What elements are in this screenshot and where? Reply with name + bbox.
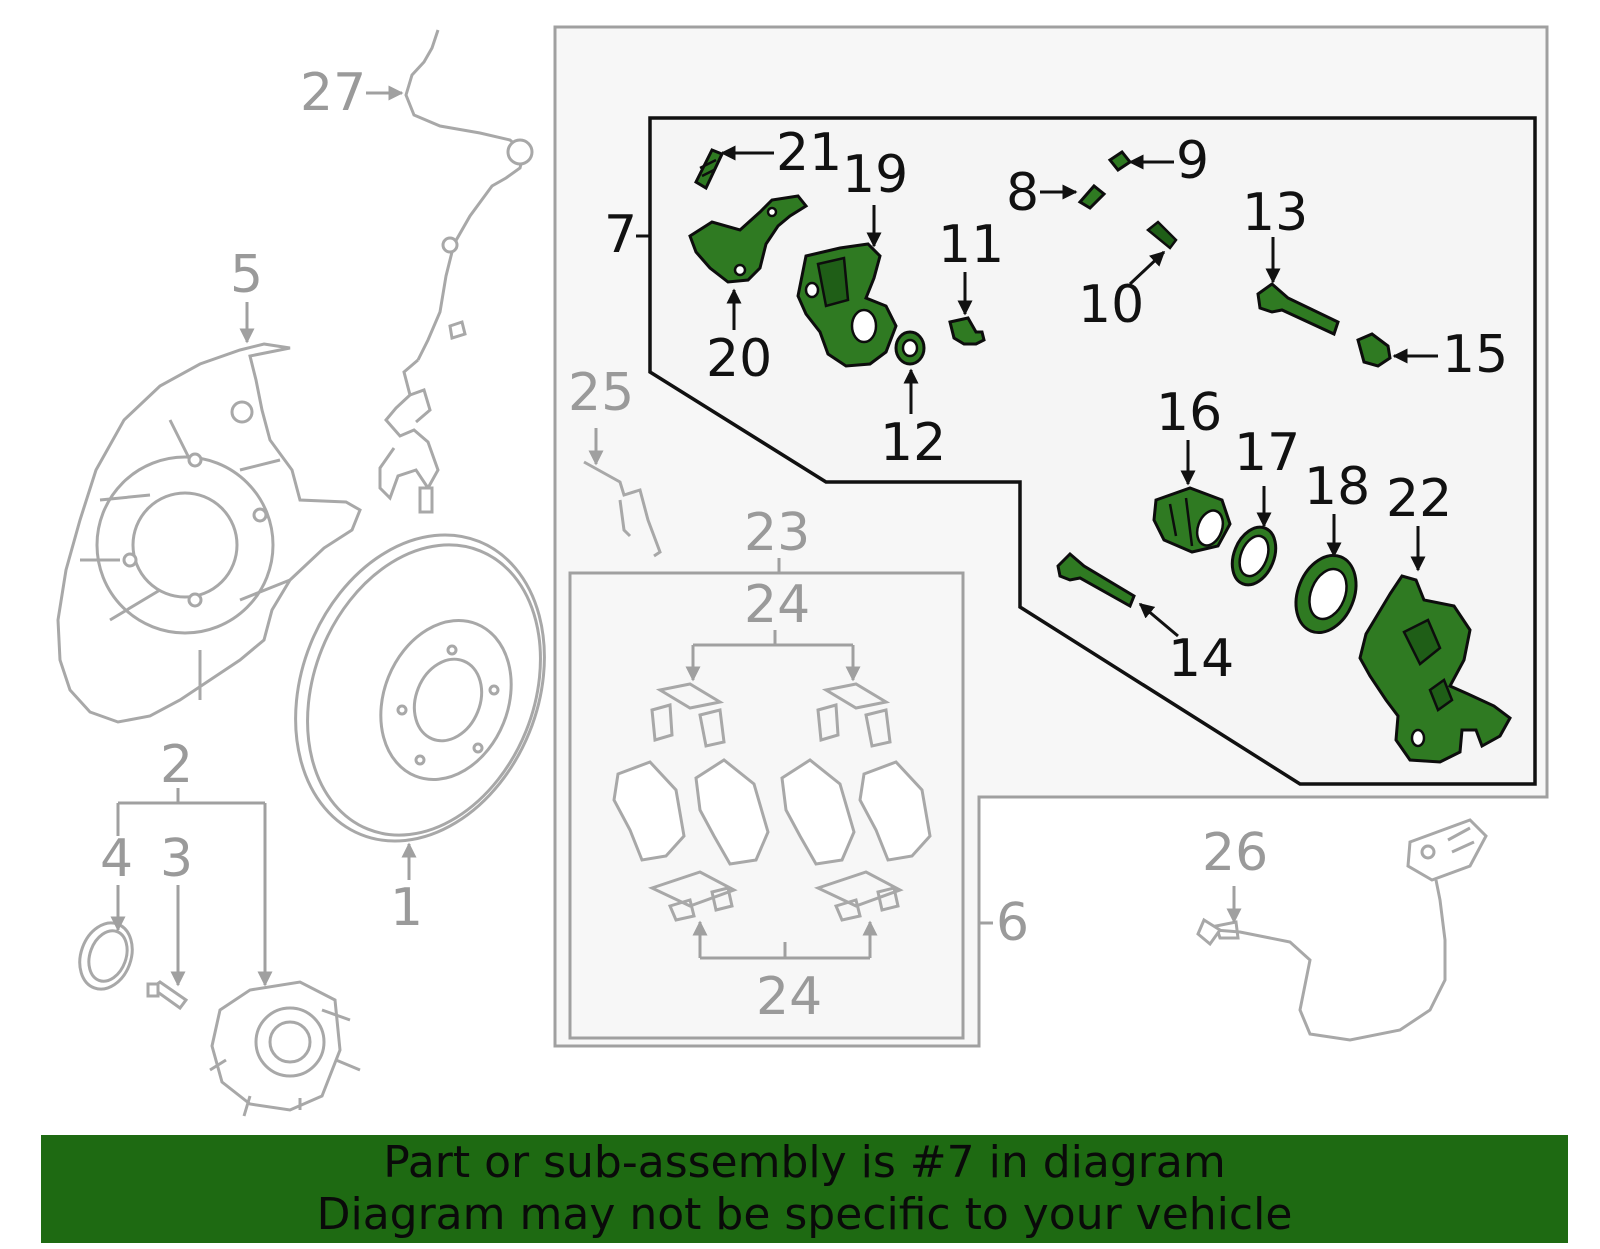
brake-rotor-part[interactable] [251, 497, 588, 878]
wear-sensor-clip-part[interactable] [583, 460, 662, 558]
caliper-part-17[interactable] [1224, 521, 1284, 592]
caliper-part-10[interactable] [1146, 220, 1178, 250]
callout-10: 10 [1078, 275, 1144, 335]
caliper-part-11[interactable] [948, 316, 986, 346]
callout-22: 22 [1386, 469, 1452, 529]
callout-9: 9 [1176, 131, 1209, 191]
pad-clips-top[interactable] [650, 682, 892, 748]
callout-16: 16 [1156, 383, 1222, 443]
callout-4: 4 [100, 829, 133, 889]
callout-15: 15 [1442, 325, 1508, 385]
callout-17: 17 [1234, 423, 1300, 483]
callout-8: 8 [1006, 163, 1039, 223]
caliper-part-22[interactable] [1358, 574, 1512, 764]
callout-3: 3 [160, 829, 193, 889]
hub-bearing-part[interactable] [209, 980, 361, 1117]
callout-6: 6 [996, 893, 1029, 953]
callout-11: 11 [938, 215, 1004, 275]
callout-labels: 27 5 1 2 4 3 25 23 24 24 6 26 7 21 19 20… [100, 63, 1508, 1027]
callout-18: 18 [1304, 457, 1370, 517]
black-leaders [636, 145, 1438, 638]
caliper-part-8[interactable] [1077, 183, 1107, 210]
callout-5: 5 [230, 245, 263, 305]
wheel-stud-part[interactable] [146, 980, 189, 1011]
pad-clips-bottom[interactable] [647, 870, 904, 922]
caliper-part-16[interactable] [1152, 486, 1232, 554]
gray-leaders [110, 85, 1242, 987]
brake-pads[interactable] [612, 758, 932, 866]
callout-23: 23 [744, 503, 810, 563]
callout-26: 26 [1202, 823, 1268, 883]
callout-19: 19 [842, 145, 908, 205]
callout-27: 27 [300, 63, 366, 123]
callout-24-top: 24 [744, 575, 810, 635]
callout-12: 12 [880, 413, 946, 473]
wheel-speed-sensor-part[interactable] [378, 29, 534, 514]
caliper-part-15[interactable] [1356, 332, 1392, 368]
caliper-part-19[interactable] [796, 242, 898, 368]
callout-14: 14 [1168, 629, 1234, 689]
caliper-part-14[interactable] [1056, 551, 1136, 609]
banner-line-1: Part or sub-assembly is #7 in diagram [383, 1137, 1226, 1188]
caliper-part-12[interactable] [894, 330, 926, 366]
caliper-part-20[interactable] [688, 194, 809, 284]
callout-1: 1 [390, 878, 423, 938]
seal-ring-part[interactable] [71, 915, 141, 996]
caliper-part-13[interactable] [1256, 282, 1340, 337]
brake-hose-part[interactable] [1196, 818, 1488, 1042]
dust-shield-part[interactable] [56, 342, 362, 724]
callout-7: 7 [604, 205, 637, 265]
banner-line-2: Diagram may not be specific to your vehi… [316, 1189, 1293, 1240]
callout-21: 21 [776, 123, 842, 183]
callout-25: 25 [568, 363, 634, 423]
callout-2: 2 [160, 735, 193, 795]
callout-20: 20 [706, 329, 772, 389]
callout-13: 13 [1242, 183, 1308, 243]
info-banner: Part or sub-assembly is #7 in diagram Di… [41, 1135, 1568, 1243]
callout-24-bottom: 24 [756, 967, 822, 1027]
